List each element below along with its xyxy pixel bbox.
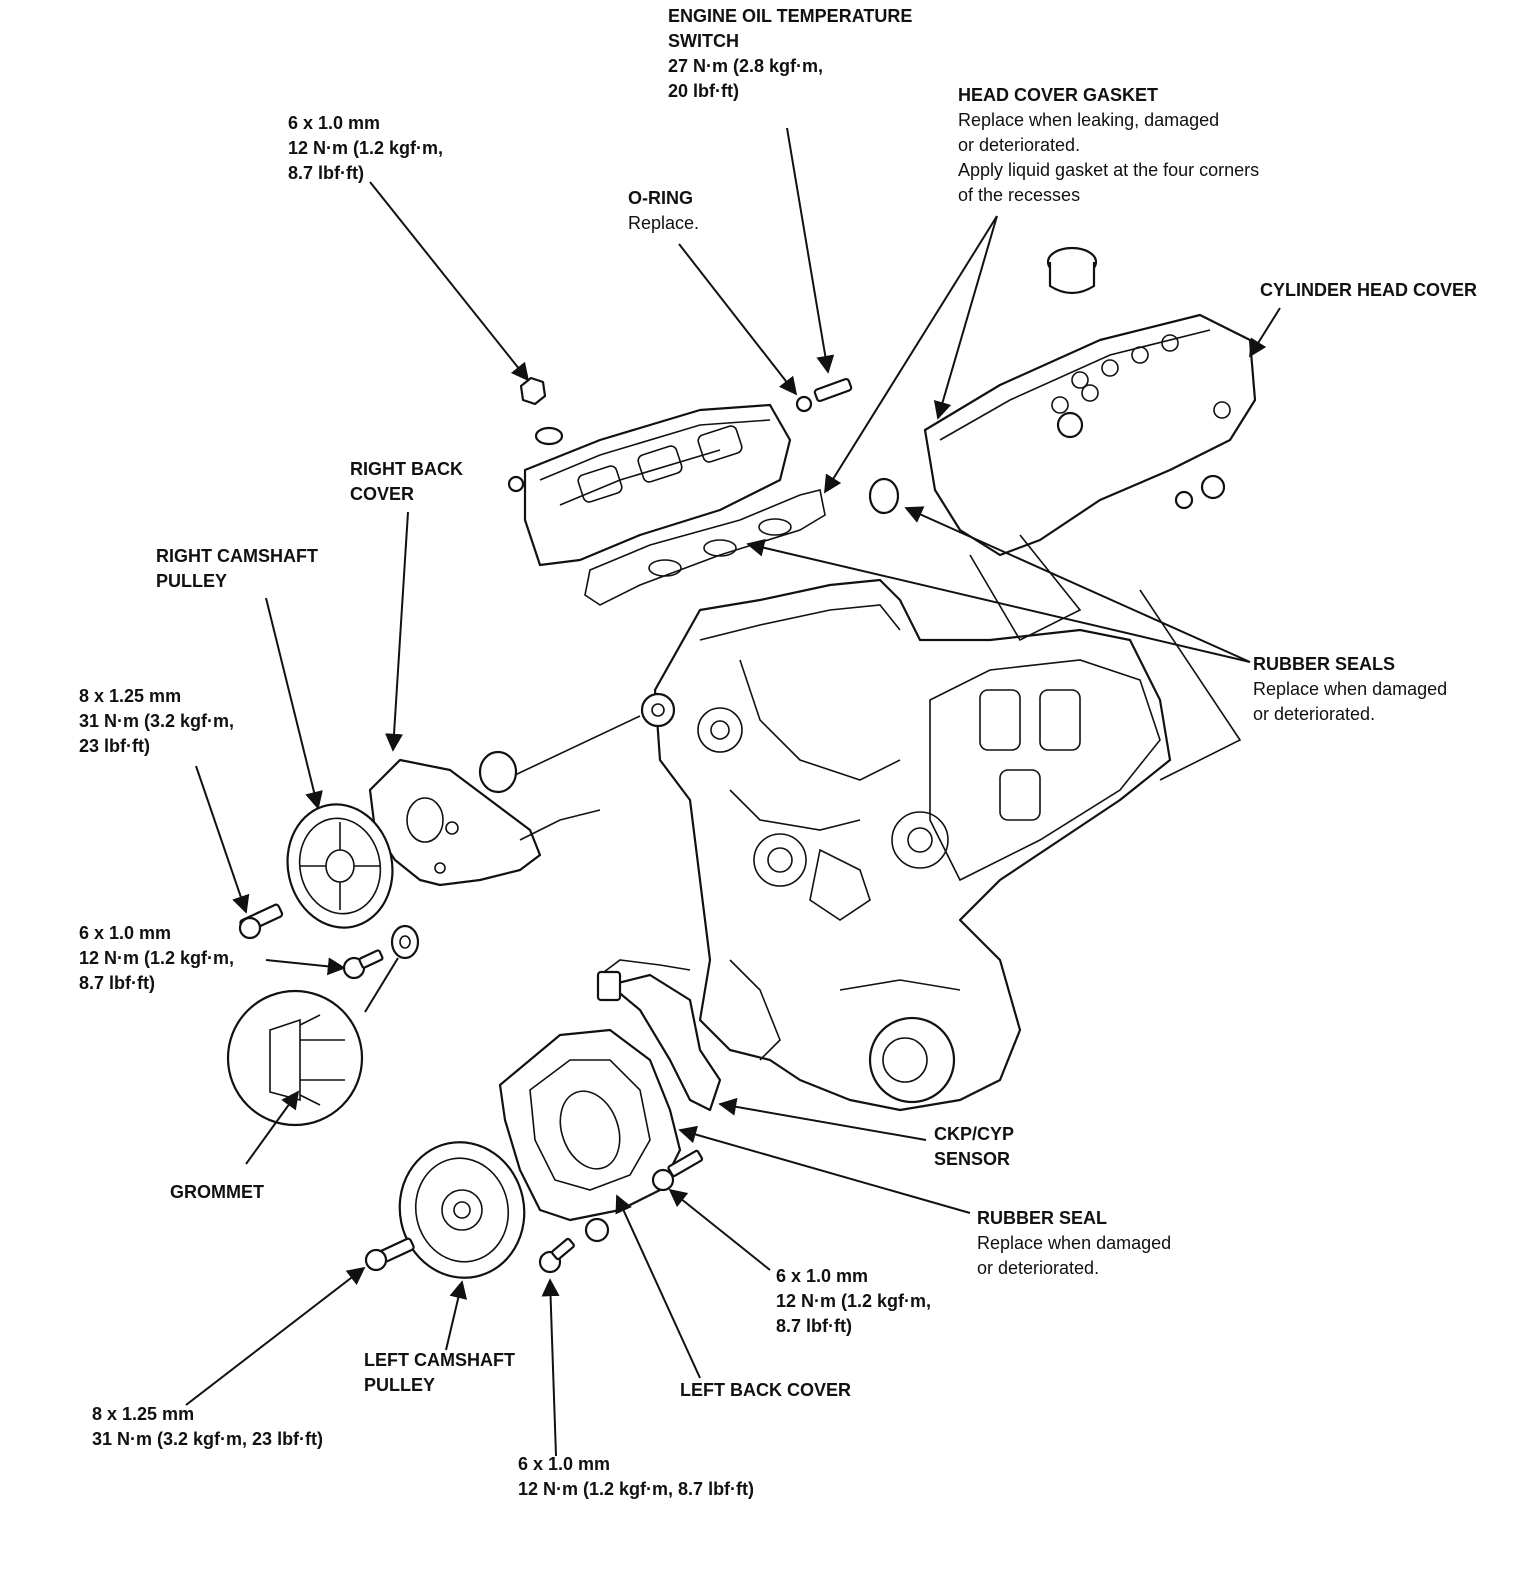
top-bolt-spec-1: 12 N·m (1.2 kgf·m,	[288, 138, 444, 158]
left-camshaft-pulley-title-1: LEFT CAMSHAFT	[364, 1350, 515, 1370]
engine-oil-temperature-switch-label: ENGINE OIL TEMPERATURE SWITCH 27 N·m (2.…	[668, 4, 912, 104]
o-ring-note: Replace.	[628, 213, 700, 233]
grommet-title: GROMMET	[170, 1182, 264, 1202]
oil-temp-switch-title-1: ENGINE OIL TEMPERATURE	[668, 6, 913, 26]
rubber-seal-note-2: or deteriorated.	[977, 1258, 1100, 1278]
rubber-seal-note-1: Replace when damaged	[977, 1233, 1172, 1253]
right-head-cover	[507, 403, 792, 567]
grommet-detail-view	[226, 989, 364, 1127]
rubber-seals-note-2: or deteriorated.	[1253, 704, 1376, 724]
right-camshaft-pulley	[286, 803, 394, 929]
bottom-bolt	[538, 1237, 575, 1274]
oil-temp-switch-title-2: SWITCH	[668, 31, 739, 51]
right-pulley-bolt-size: 8 x 1.25 mm	[79, 686, 182, 706]
left-back-cover	[498, 1028, 682, 1243]
left-pulley-bolt	[364, 1237, 415, 1272]
cylinder-head-cover-title: CYLINDER HEAD COVER	[1260, 280, 1478, 300]
left-pulley-bolt-size: 8 x 1.25 mm	[92, 1404, 195, 1424]
left-cover-bolt	[651, 1149, 704, 1192]
ckp-cyp-sensor-part	[596, 959, 722, 1112]
right-camshaft-pulley-label: RIGHT CAMSHAFT PULLEY	[156, 544, 318, 594]
right-camshaft-pulley-title-2: PULLEY	[156, 571, 228, 591]
oil-temp-switch-spec-2: 20 lbf·ft)	[668, 81, 739, 101]
right-back-cover	[368, 750, 601, 887]
ckp-cyp-sensor-title-2: SENSOR	[934, 1149, 1011, 1169]
o-ring-title: O-RING	[628, 188, 693, 208]
o-ring-label: O-RING Replace.	[628, 186, 699, 236]
right-back-cover-label: RIGHT BACK COVER	[350, 457, 463, 507]
left-camshaft-pulley-label: LEFT CAMSHAFT PULLEY	[364, 1348, 515, 1398]
head-cover-gasket-note-2: or deteriorated.	[958, 135, 1081, 155]
left-cover-bolt-spec-2: 8.7 lbf·ft)	[776, 1316, 852, 1336]
ckp-cyp-sensor-title-1: CKP/CYP	[934, 1124, 1015, 1144]
top-bolt-size: 6 x 1.0 mm	[288, 113, 381, 133]
head-cover-gasket-note-3: Apply liquid gasket at the four corners	[958, 160, 1260, 180]
bottom-bolt-label: 6 x 1.0 mm 12 N·m (1.2 kgf·m, 8.7 lbf·ft…	[518, 1452, 754, 1502]
left-pulley-bolt-label: 8 x 1.25 mm 31 N·m (3.2 kgf·m, 23 lbf·ft…	[92, 1402, 323, 1452]
left-back-cover-title: LEFT BACK COVER	[680, 1380, 851, 1400]
left-pulley-bolt-spec: 31 N·m (3.2 kgf·m, 23 lbf·ft)	[92, 1429, 324, 1449]
right-camshaft-pulley-title-1: RIGHT CAMSHAFT	[156, 546, 318, 566]
ckp-cyp-sensor-label: CKP/CYP SENSOR	[934, 1122, 1014, 1172]
rubber-seals-title: RUBBER SEALS	[1253, 654, 1396, 674]
left-camshaft-pulley-title-2: PULLEY	[364, 1375, 436, 1395]
right-cover-bolt	[342, 949, 384, 980]
rubber-seal-title: RUBBER SEAL	[977, 1208, 1108, 1228]
right-cover-bolt-spec-1: 12 N·m (1.2 kgf·m,	[79, 948, 235, 968]
bottom-bolt-spec: 12 N·m (1.2 kgf·m, 8.7 lbf·ft)	[518, 1479, 755, 1499]
leader-lines	[185, 127, 1281, 1457]
right-pulley-bolt	[238, 903, 284, 940]
cylinder-head-cover	[923, 246, 1257, 642]
right-cover-bolt-spec-2: 8.7 lbf·ft)	[79, 973, 155, 993]
left-back-cover-label: LEFT BACK COVER	[680, 1378, 851, 1403]
top-bolt-spec-label: 6 x 1.0 mm 12 N·m (1.2 kgf·m, 8.7 lbf·ft…	[288, 111, 443, 186]
oil-temp-switch-spec-1: 27 N·m (2.8 kgf·m,	[668, 56, 824, 76]
right-pulley-bolt-label: 8 x 1.25 mm 31 N·m (3.2 kgf·m, 23 lbf·ft…	[79, 684, 234, 759]
head-cover-gasket-note-4: of the recesses	[958, 185, 1081, 205]
right-pulley-bolt-spec-2: 23 lbf·ft)	[79, 736, 150, 756]
right-back-cover-title-2: COVER	[350, 484, 415, 504]
right-pulley-bolt-spec-1: 31 N·m (3.2 kgf·m,	[79, 711, 235, 731]
left-cover-bolt-spec-1: 12 N·m (1.2 kgf·m,	[776, 1291, 932, 1311]
rubber-seal-label: RUBBER SEAL Replace when damaged or dete…	[977, 1206, 1171, 1281]
head-cover-gasket-note-1: Replace when leaking, damaged	[958, 110, 1220, 130]
oil-temperature-switch-part	[795, 377, 853, 413]
grommet-label: GROMMET	[170, 1180, 264, 1205]
right-cover-bolt-label: 6 x 1.0 mm 12 N·m (1.2 kgf·m, 8.7 lbf·ft…	[79, 921, 234, 996]
grommet-part	[390, 924, 420, 960]
right-cover-bolt-size: 6 x 1.0 mm	[79, 923, 172, 943]
right-head-cover-gasket	[584, 489, 826, 606]
left-cover-bolt-label: 6 x 1.0 mm 12 N·m (1.2 kgf·m, 8.7 lbf·ft…	[776, 1264, 931, 1339]
head-cover-gasket-label: HEAD COVER GASKET Replace when leaking, …	[958, 83, 1259, 208]
bottom-bolt-size: 6 x 1.0 mm	[518, 1454, 611, 1474]
engine-block	[640, 578, 1172, 1112]
top-bolt-and-seal	[519, 376, 900, 515]
cylinder-head-cover-label: CYLINDER HEAD COVER	[1260, 278, 1477, 303]
top-bolt-spec-2: 8.7 lbf·ft)	[288, 163, 364, 183]
left-cover-bolt-size: 6 x 1.0 mm	[776, 1266, 869, 1286]
rubber-seals-note-1: Replace when damaged	[1253, 679, 1448, 699]
rubber-seals-label: RUBBER SEALS Replace when damaged or det…	[1253, 652, 1447, 727]
left-camshaft-pulley	[398, 1141, 526, 1279]
head-cover-gasket-title: HEAD COVER GASKET	[958, 85, 1159, 105]
right-back-cover-title-1: RIGHT BACK	[350, 459, 463, 479]
